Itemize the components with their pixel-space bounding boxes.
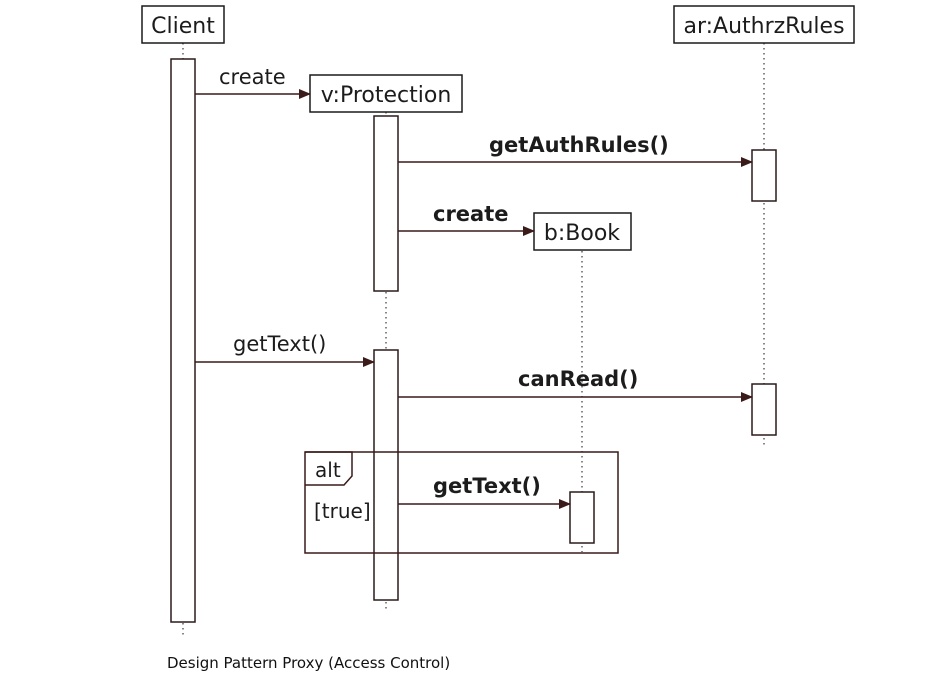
get-text-client-label: getText() [233,332,326,356]
rules-object: ar:AuthrzRules [673,5,855,44]
alt-fragment: alt [true] [304,451,619,554]
client-label: Client [151,14,215,39]
rules-activation-2 [751,383,777,436]
alt-guard: [true] [314,499,371,523]
create-protection-label: create [219,65,286,89]
alt-operator: alt [315,458,341,482]
diagram-caption: Design Pattern Proxy (Access Control) [167,654,451,672]
book-label: b:Book [544,221,620,246]
book-object: b:Book [533,212,632,251]
rules-label: ar:AuthrzRules [683,14,844,39]
get-text-book-label: getText() [433,474,541,498]
create-book-label: create [433,202,509,226]
client-object: Client [141,5,225,44]
rules-activation-1 [751,149,777,202]
client-activation [170,58,196,623]
book-activation [569,491,595,544]
can-read-label: canRead() [518,367,638,391]
get-auth-rules-label: getAuthRules() [489,133,669,157]
protection-label: v:Protection [321,83,452,108]
protection-activation-2 [373,349,399,601]
protection-activation-1 [373,115,399,292]
protection-object: v:Protection [309,74,463,113]
